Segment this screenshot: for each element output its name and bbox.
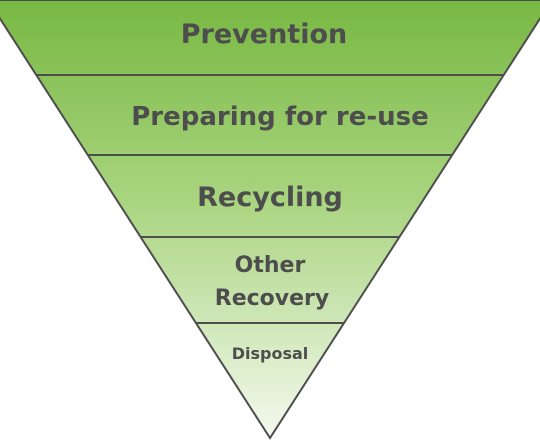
tier-recycling: Recycling: [197, 182, 343, 213]
tier-prevention: Prevention: [181, 19, 347, 50]
tier-disposal: Disposal: [232, 344, 309, 363]
tier-label: Recycling: [197, 182, 343, 213]
tier-label: Other: [235, 253, 306, 278]
tier-other-recovery: Other Recovery: [215, 253, 329, 311]
tier-label: Prevention: [181, 19, 347, 50]
tier-label: Preparing for re-use: [131, 102, 429, 132]
tier-label: Recovery: [215, 286, 329, 311]
tier-preparing-for-re-use: Preparing for re-use: [131, 102, 429, 132]
tier-label: Disposal: [232, 344, 309, 363]
